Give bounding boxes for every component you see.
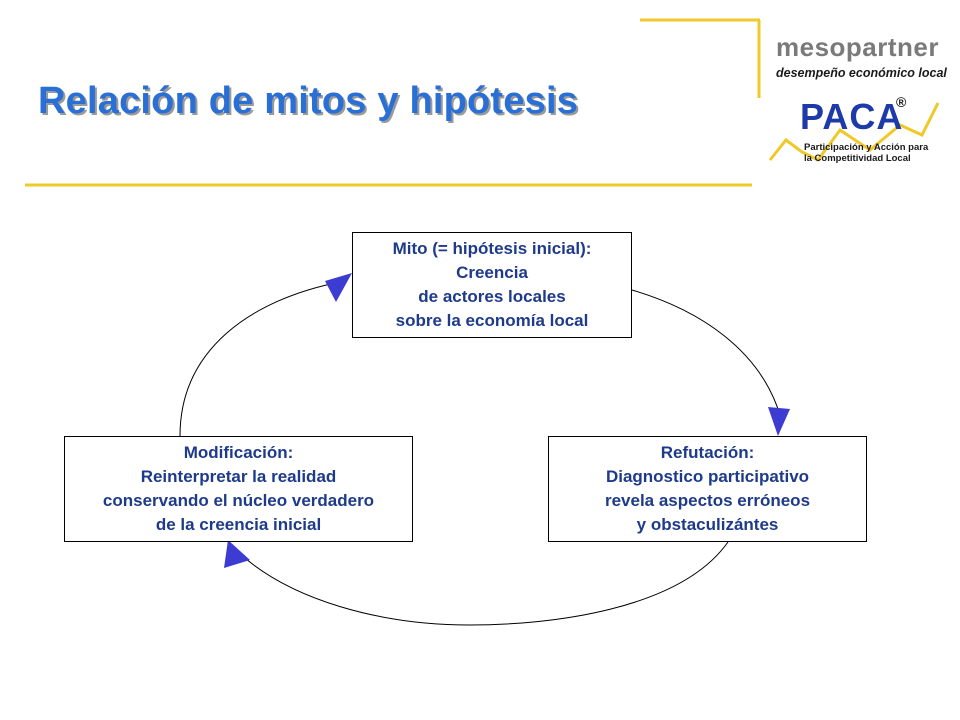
modificacion-box-line-2: Reinterpretar la realidad — [140, 467, 337, 486]
modificacion-box-line-4: de la creencia inicial — [155, 515, 322, 534]
refutacion-box: Refutación: Diagnostico participativo re… — [548, 436, 867, 542]
mito-box-line-1: Mito (= hipótesis inicial): — [392, 239, 592, 258]
arrow-modificacion-to-mito — [179, 281, 341, 437]
slide-title: Relación de mitos y hipótesis — [38, 80, 579, 122]
mito-box-line-2: Creencia — [456, 263, 528, 282]
refutacion-box-line-1: Refutación: — [660, 443, 755, 462]
arrow-mito-to-refutacion — [631, 289, 781, 416]
modificacion-box: Modificación: Reinterpretar la realidad … — [64, 436, 413, 542]
refutacion-box-line-2: Diagnostico participativo — [605, 467, 810, 486]
mesopartner-tagline: desempeño económico local — [776, 66, 947, 80]
paca-growth-mark — [768, 102, 940, 162]
refutacion-box-line-4: y obstaculizántes — [636, 515, 779, 534]
paca-tagline-line-2: la Competitividad Local — [804, 153, 911, 164]
arrowhead-refutacion — [768, 407, 790, 436]
mito-box: Mito (= hipótesis inicial): Creencia de … — [352, 232, 632, 338]
modificacion-box-line-1: Modificación: — [183, 443, 294, 462]
paca-logo: PACA — [800, 96, 904, 137]
mesopartner-logo: mesopartner — [776, 32, 939, 62]
arrowhead-modificacion — [224, 540, 250, 568]
paca-registered-mark: ® — [896, 94, 907, 110]
arrow-refutacion-to-modificacion — [237, 541, 729, 626]
refutacion-box-line-3: revela aspectos erróneos — [604, 491, 811, 510]
paca-tagline-line-1: Participación y Acción para — [804, 142, 929, 153]
mito-box-line-4: sobre la economía local — [395, 311, 589, 330]
arrowhead-mito — [325, 273, 352, 302]
modificacion-box-line-3: conservando el núcleo verdadero — [102, 491, 375, 510]
paca-tagline: Participación y Acción para la Competiti… — [804, 142, 928, 164]
mito-box-line-3: de actores locales — [418, 287, 566, 306]
